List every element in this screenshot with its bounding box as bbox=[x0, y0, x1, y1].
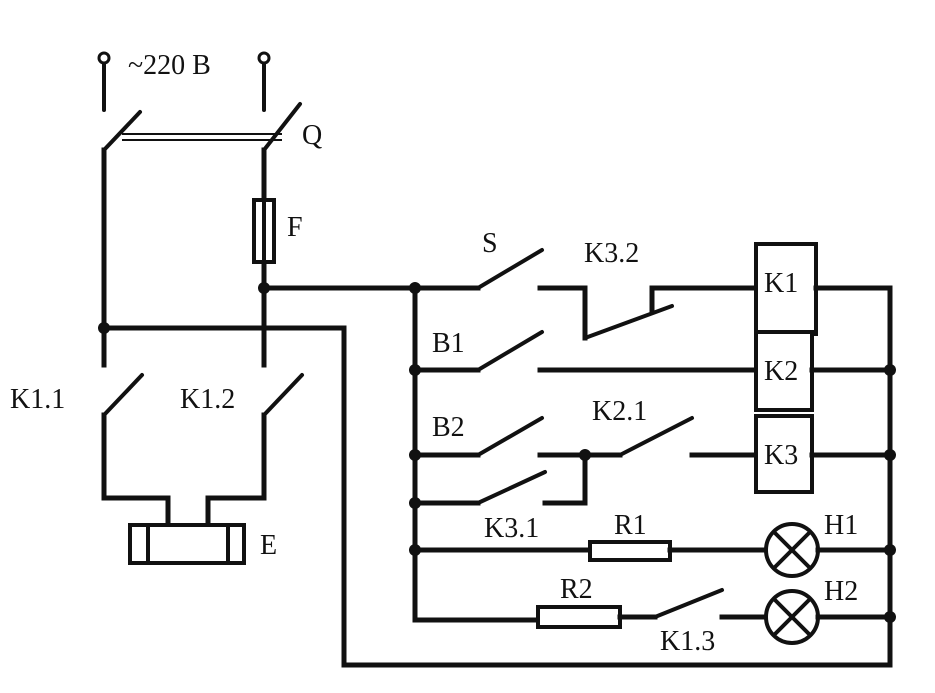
label-f: F bbox=[287, 212, 303, 243]
labels: ~220 В Q F S K3.2 K1 K2 K3 B1 B2 K2.1 K3… bbox=[10, 50, 858, 657]
main-switch-q bbox=[102, 102, 302, 152]
row-h1 bbox=[412, 522, 896, 578]
row-k3 bbox=[412, 414, 896, 506]
label-q: Q bbox=[302, 120, 322, 151]
label-k1: K1 bbox=[764, 268, 798, 299]
label-e: E bbox=[260, 530, 277, 561]
label-h1: H1 bbox=[824, 510, 858, 541]
label-k1-1: K1.1 bbox=[10, 384, 65, 415]
label-h2: H2 bbox=[824, 576, 858, 607]
contacts-k1-1-k1-2 bbox=[101, 373, 304, 528]
label-r1: R1 bbox=[614, 510, 647, 541]
row-k2 bbox=[412, 330, 896, 412]
supply-label: ~220 В bbox=[128, 50, 211, 81]
heater-e bbox=[128, 523, 246, 565]
supply-terminals bbox=[97, 51, 271, 112]
row-k1 bbox=[412, 242, 893, 341]
right-bus bbox=[409, 282, 421, 623]
label-k3: K3 bbox=[764, 440, 798, 471]
label-k3-1: K3.1 bbox=[484, 513, 539, 544]
left-wiring bbox=[98, 147, 893, 668]
label-k2: K2 bbox=[764, 356, 798, 387]
label-k1-2: K1.2 bbox=[180, 384, 235, 415]
row-h2 bbox=[412, 588, 896, 645]
label-k2-1: K2.1 bbox=[592, 396, 647, 427]
label-k1-3: K1.3 bbox=[660, 626, 715, 657]
label-b1: B1 bbox=[432, 328, 465, 359]
label-k3-2: K3.2 bbox=[584, 238, 639, 269]
label-s: S bbox=[482, 228, 498, 259]
label-b2: B2 bbox=[432, 412, 465, 443]
fuse-f bbox=[252, 198, 276, 264]
label-r2: R2 bbox=[560, 574, 593, 605]
